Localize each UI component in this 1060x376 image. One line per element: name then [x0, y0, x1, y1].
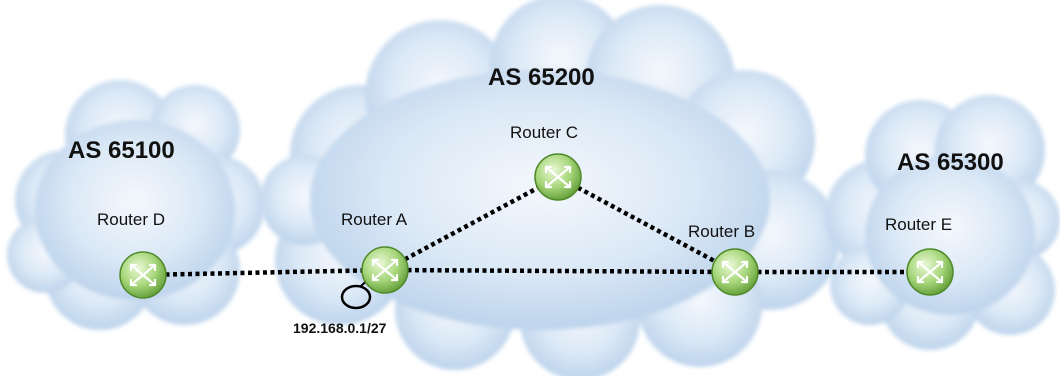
router-label-c: Router C	[510, 123, 578, 142]
cloud-as65100	[7, 80, 265, 330]
link-c-b	[556, 175, 737, 274]
router-label-b: Router B	[688, 222, 755, 241]
router-b-icon[interactable]	[711, 248, 759, 296]
router-label-d: Router D	[97, 210, 165, 229]
routers-layer	[119, 153, 954, 299]
loopback-address-label: 192.168.0.1/27	[293, 320, 387, 336]
router-e-icon[interactable]	[906, 248, 954, 296]
router-a-icon[interactable]	[361, 246, 409, 294]
router-label-a: Router A	[341, 210, 408, 229]
as-label-65300: AS 65300	[897, 149, 1004, 176]
router-label-e: Router E	[885, 215, 952, 234]
router-d-icon[interactable]	[119, 251, 167, 299]
router-c-icon[interactable]	[534, 153, 582, 201]
cloud-as65300	[825, 95, 1060, 350]
links-layer	[142, 175, 930, 278]
link-a-b	[384, 267, 736, 275]
as-label-65200: AS 65200	[488, 64, 595, 91]
link-a-c	[383, 175, 560, 272]
link-d-a	[142, 267, 386, 278]
as-label-65100: AS 65100	[68, 137, 175, 164]
